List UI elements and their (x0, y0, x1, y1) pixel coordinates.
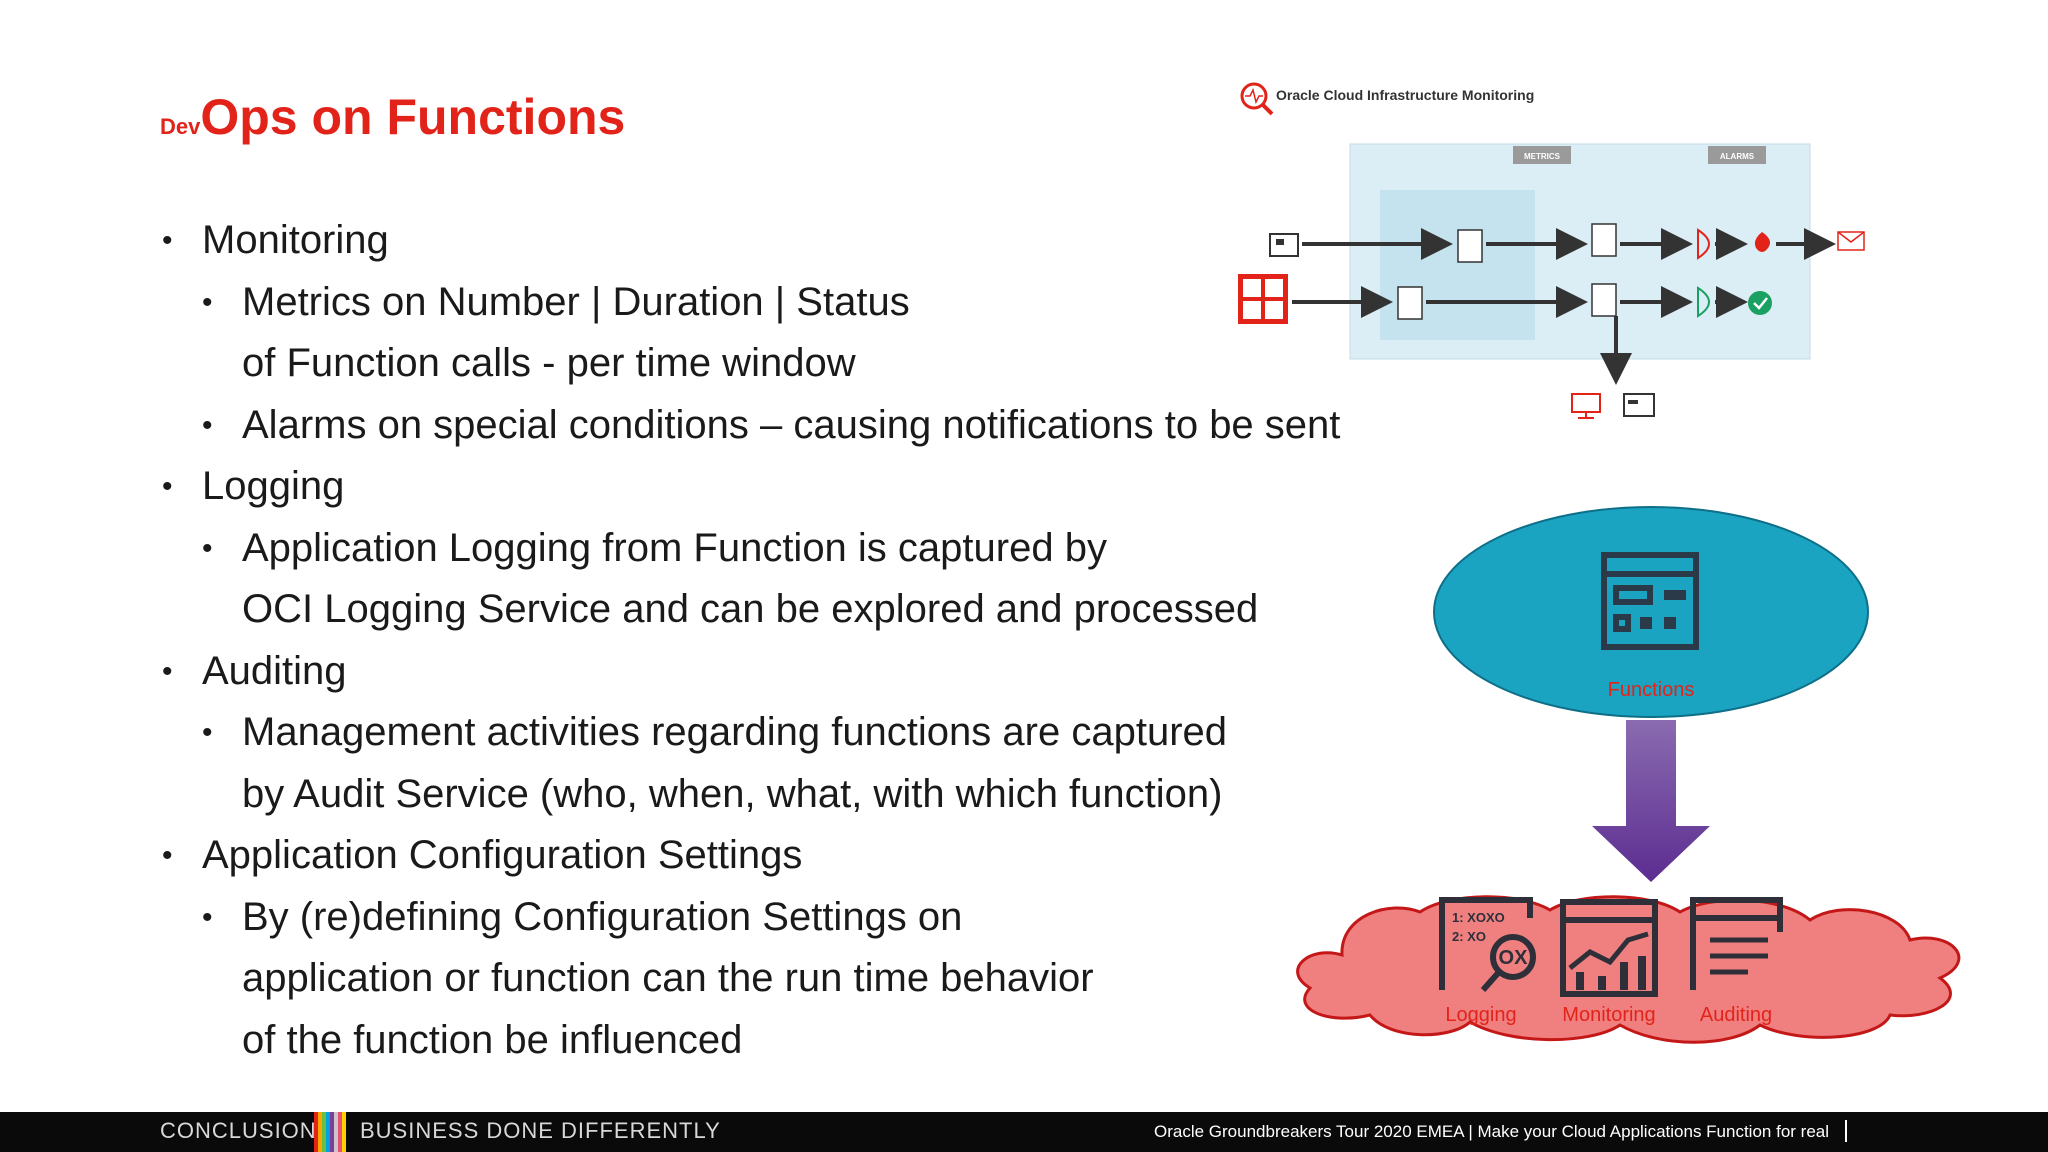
svg-text:1: XOXO: 1: XOXO (1452, 910, 1505, 925)
alarms-label: ALARMS (1720, 152, 1755, 161)
bullet-dot: • (162, 839, 173, 872)
fire-icon (1754, 232, 1770, 252)
bullet-level1: • Logging (160, 456, 1440, 518)
bullet-continuation: by Audit Service (who, when, what, with … (242, 771, 1223, 816)
stripe (318, 1112, 322, 1152)
slide-title: DevOps on Functions (160, 88, 625, 146)
bullet-text: Application Configuration Settings (202, 833, 803, 877)
document-icon (1397, 223, 1617, 320)
stripe (338, 1112, 342, 1152)
title-prefix: Dev (160, 114, 201, 139)
slide: DevOps on Functions • Monitoring • Metrics … (160, 72, 1980, 1071)
bullet-dot: • (162, 470, 173, 503)
stripe (342, 1112, 346, 1152)
bullet-dot: • (202, 285, 213, 319)
footer-bar: CONCLUSION BUSINESS DONE DIFFERENTLY Ora… (0, 1112, 2048, 1152)
metrics-tab (1513, 146, 1571, 164)
stripe (314, 1112, 318, 1152)
functions-diagram: Functions 1: XOXO 2: XO OX (1280, 500, 1980, 1050)
bullet-dot: • (162, 224, 173, 257)
bullet-text: By (re)defining Configuration Settings o… (242, 894, 963, 939)
logging-label: Logging (1445, 1004, 1516, 1026)
svg-text:OX: OX (1499, 947, 1529, 969)
logging-icon: 1: XOXO 2: XO OX (1439, 897, 1536, 992)
bullet-continuation: OCI Logging Service and can be explored … (242, 587, 1259, 631)
footer-color-stripes (314, 1112, 346, 1152)
auditing-label: Auditing (1700, 1004, 1772, 1026)
bullet-text: Metrics on Number | Duration | Status (242, 279, 910, 324)
bullet-text: Management activities regarding function… (242, 710, 1227, 754)
bullet-continuation: of Function calls - per time window (242, 341, 856, 385)
stripe (322, 1112, 326, 1152)
down-arrow (1592, 720, 1710, 882)
footer-conclusion: CONCLUSION (160, 1118, 317, 1143)
footer-tagline: BUSINESS DONE DIFFERENTLY (360, 1118, 721, 1143)
console-icon (1571, 393, 1601, 419)
svg-text:2: XO: 2: XO (1452, 929, 1486, 944)
bullet-list: • Monitoring • Metrics on Number | Duration… (160, 210, 1440, 1071)
stripe (326, 1112, 330, 1152)
cli-icon (1623, 393, 1655, 417)
bullet-level2: • Alarms on special conditions – causing … (160, 395, 1440, 457)
function-app-icon (1601, 552, 1699, 650)
bullet-text: Application Logging from Function is cap… (242, 525, 1107, 570)
message-icon (1837, 231, 1865, 251)
bullet-text: Auditing (202, 648, 347, 693)
bullet-text: Alarms on special conditions – causing n… (242, 402, 1341, 447)
title-main: Ops on Functions (200, 89, 626, 145)
monitoring-label: Monitoring (1562, 1004, 1655, 1026)
monitoring-chart-icon (1560, 899, 1658, 997)
bullet-level1: • Application Configuration Settings (160, 825, 1440, 887)
monitoring-title: Oracle Cloud Infrastructure Monitoring (1276, 87, 1534, 103)
footer-event-title: Oracle Groundbreakers Tour 2020 EMEA | M… (1154, 1122, 1830, 1141)
bullet-dot: • (162, 654, 173, 688)
bullet-level2: • Metrics on Number | Duration | Status (160, 272, 1440, 334)
stripe (330, 1112, 334, 1152)
auditing-doc-icon (1690, 897, 1783, 990)
bullet-continuation: application or function can the run time… (242, 956, 1094, 1000)
bullet-level2: • Management activities regarding functio… (160, 702, 1440, 764)
check-icon (1748, 291, 1772, 315)
alarms-tab (1708, 146, 1766, 164)
functions-label: Functions (1608, 679, 1695, 701)
bullet-dot: • (202, 531, 213, 565)
bullet-continuation: of the function be influenced (242, 1017, 743, 1062)
bullet-text: Monitoring (202, 218, 389, 262)
bullet-level2: • By (re)defining Configuration Settings … (160, 887, 1440, 949)
monitoring-magnifier-icon (1240, 82, 1274, 116)
functions-ellipse (1433, 506, 1869, 718)
bullet-level2: • Application Logging from Function is ca… (160, 518, 1440, 580)
bullet-level1: • Auditing (160, 641, 1440, 703)
bullet-text: Logging (202, 464, 345, 508)
monitoring-diagram: Oracle Cloud Infrastructure Monitoring M… (1230, 72, 1890, 432)
bullet-dot: • (202, 716, 213, 749)
bullet-level1: • Monitoring (160, 210, 1440, 272)
alarm-gate-icon (1697, 228, 1710, 260)
metrics-label: METRICS (1524, 152, 1561, 161)
stripe (334, 1112, 338, 1152)
footer-divider (1845, 1120, 1847, 1142)
bullet-dot: • (202, 408, 213, 442)
bullet-dot: • (202, 900, 213, 934)
